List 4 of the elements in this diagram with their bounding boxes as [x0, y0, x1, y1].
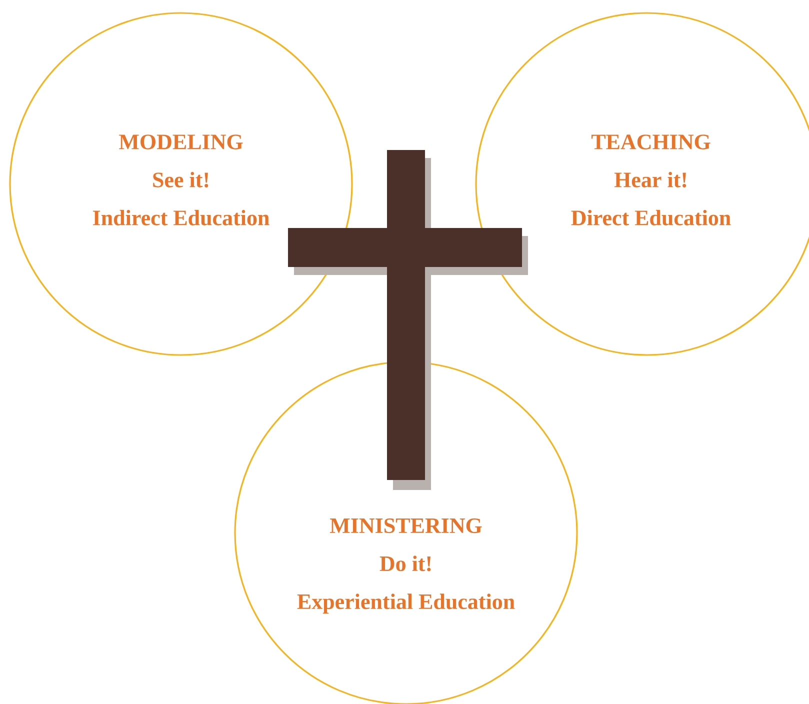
circle-text: MINISTERING Do it! Experiential Education [297, 518, 515, 614]
circle [9, 12, 353, 356]
circle-text: TEACHING Hear it! Direct Education [571, 134, 731, 226]
circle-text: MODELING See it! Indirect Education [93, 134, 270, 226]
